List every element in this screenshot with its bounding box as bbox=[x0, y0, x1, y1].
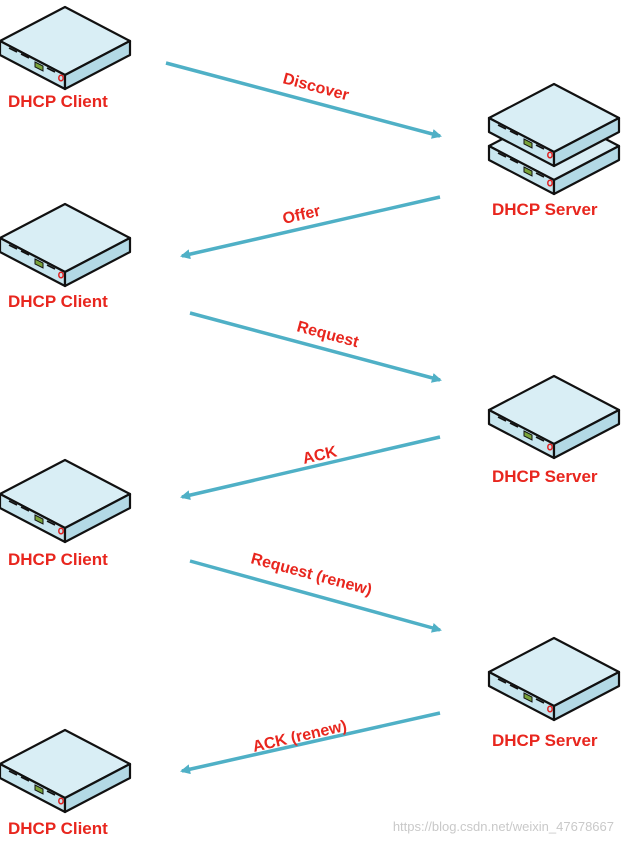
network-appliance-icon bbox=[0, 202, 132, 288]
network-appliance-icon bbox=[0, 5, 132, 91]
arrow-left bbox=[180, 195, 441, 260]
message-offer: Offer bbox=[180, 195, 441, 260]
message-label: ACK bbox=[301, 443, 339, 467]
network-appliance-icon bbox=[487, 374, 621, 460]
message-ack-renew: ACK (renew) bbox=[180, 711, 441, 775]
client-label: DHCP Client bbox=[8, 819, 108, 838]
server-label: DHCP Server bbox=[492, 731, 598, 750]
client-label: DHCP Client bbox=[8, 292, 108, 311]
client-label: DHCP Client bbox=[8, 550, 108, 569]
message-label: Discover bbox=[281, 70, 351, 104]
dhcp-server-1: DHCP Server bbox=[487, 82, 621, 219]
server-label: DHCP Server bbox=[492, 467, 598, 486]
client-label: DHCP Client bbox=[8, 92, 108, 111]
dhcp-server-2: DHCP Server bbox=[487, 374, 621, 486]
arrow-left bbox=[180, 711, 441, 775]
server-label: DHCP Server bbox=[492, 200, 598, 219]
arrow-right bbox=[189, 559, 442, 633]
watermark-text: https://blog.csdn.net/weixin_47678667 bbox=[393, 819, 614, 834]
arrow-right bbox=[189, 311, 442, 383]
message-label: Request bbox=[295, 318, 361, 351]
dhcp-client-1: DHCP Client bbox=[0, 5, 132, 111]
dhcp-client-2: DHCP Client bbox=[0, 202, 132, 311]
message-request: Request bbox=[189, 311, 442, 383]
message-ack: ACK bbox=[180, 435, 441, 501]
message-request-renew: Request (renew) bbox=[189, 550, 442, 633]
arrow-right bbox=[165, 61, 442, 139]
network-appliance-icon bbox=[0, 458, 132, 544]
dhcp-client-4: DHCP Client bbox=[0, 728, 132, 838]
message-label: ACK (renew) bbox=[251, 718, 348, 756]
dhcp-client-3: DHCP Client bbox=[0, 458, 132, 569]
network-appliance-icon bbox=[0, 728, 132, 814]
arrow-left bbox=[180, 435, 441, 501]
dhcp-server-3: DHCP Server bbox=[487, 636, 621, 750]
network-appliance-icon bbox=[487, 636, 621, 722]
message-discover: Discover bbox=[165, 61, 442, 139]
message-label: Request (renew) bbox=[249, 550, 374, 599]
